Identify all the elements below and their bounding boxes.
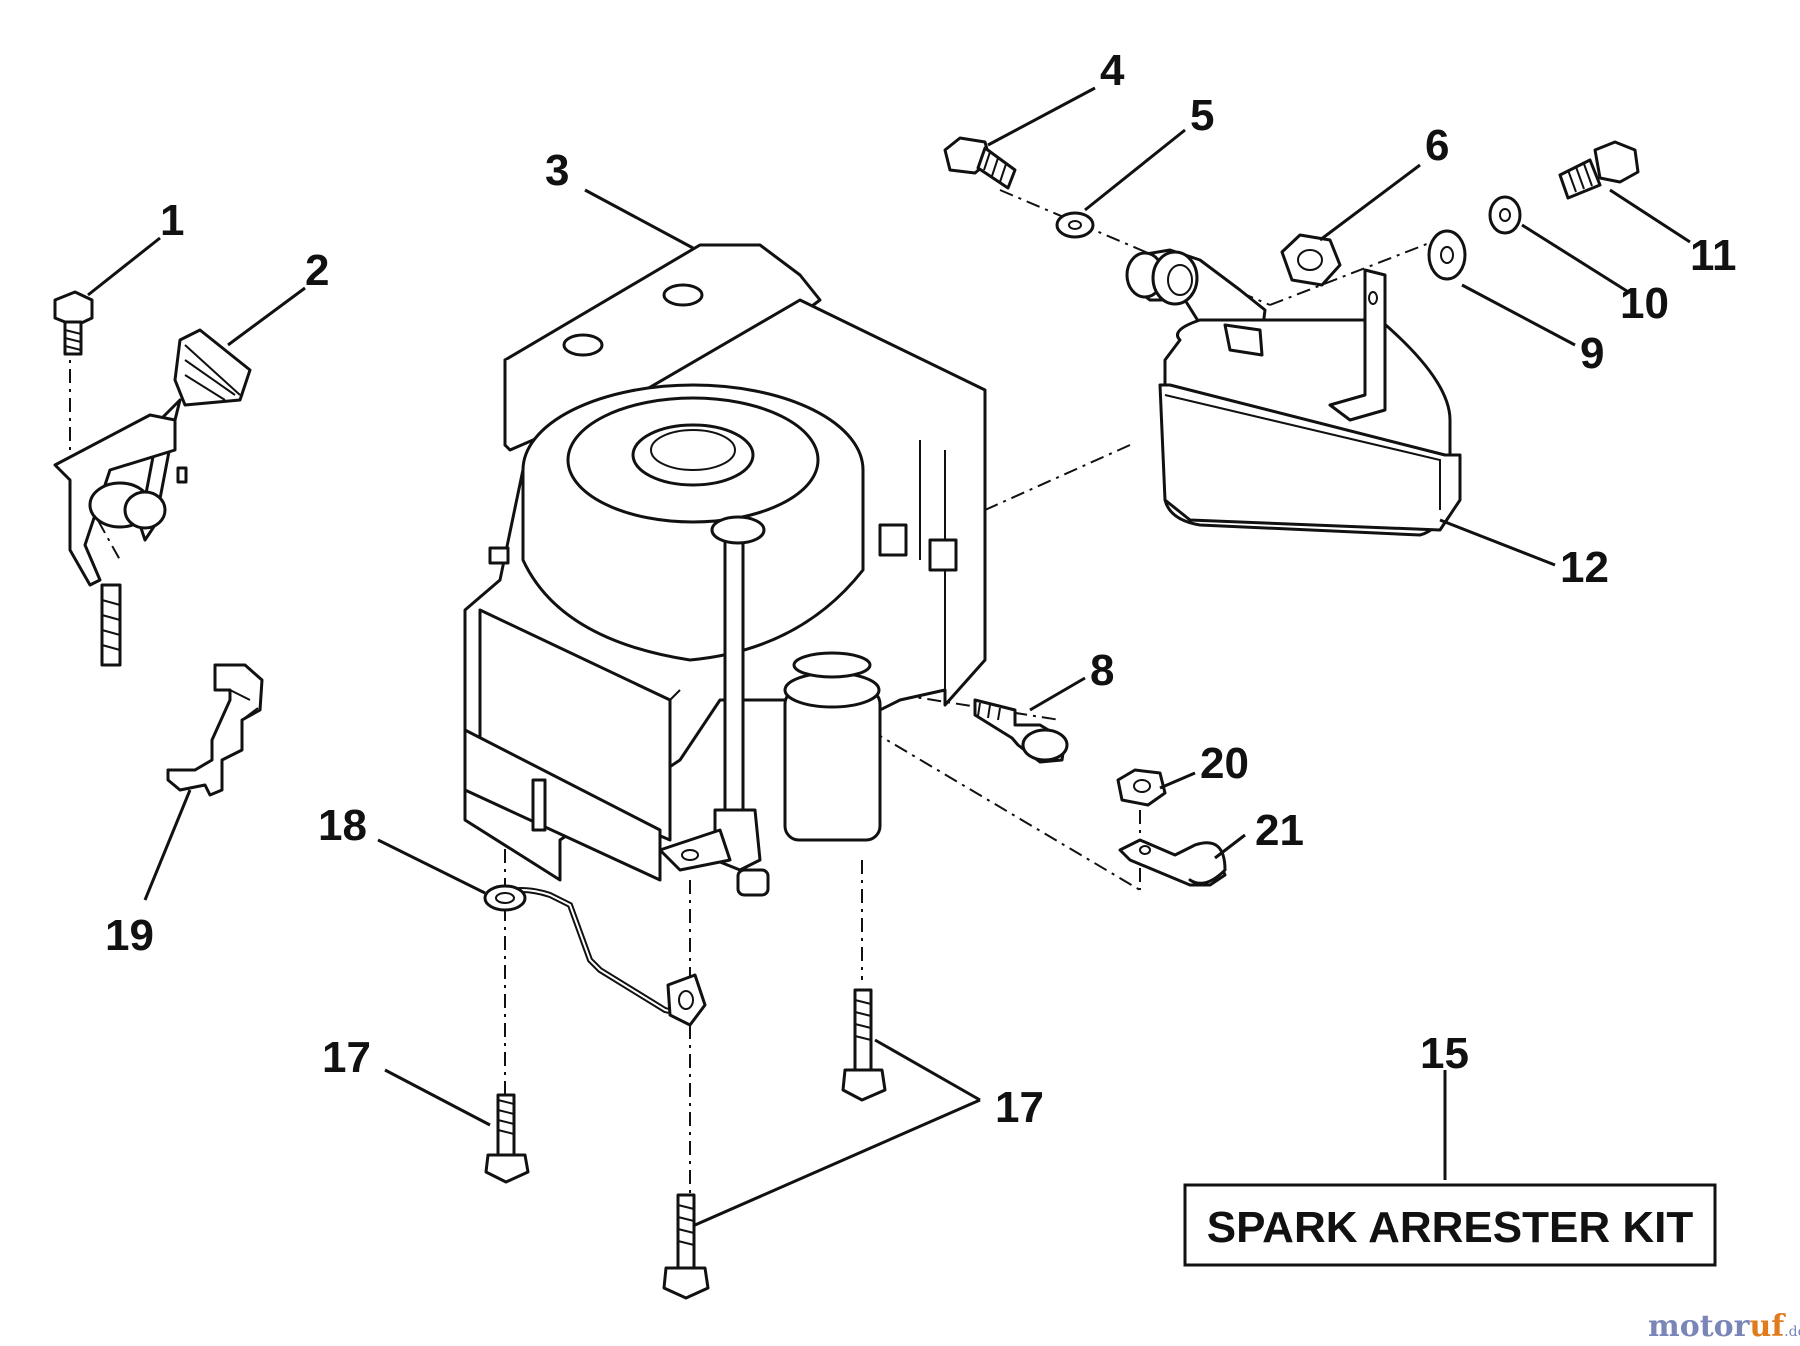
bolt-17a-icon: [484, 1093, 530, 1184]
part-label-20: 20: [1200, 739, 1249, 788]
nut-icon: [1116, 768, 1167, 807]
bolt-8-icon: [973, 698, 1069, 764]
part-label-9: 9: [1580, 329, 1604, 378]
bolt-1-icon: [53, 290, 94, 356]
part-label-4: 4: [1100, 46, 1125, 95]
part-label-21: 21: [1255, 806, 1304, 855]
watermark-part2: uf: [1749, 1309, 1786, 1344]
part-label-11: 11: [1690, 231, 1737, 280]
part-label-3: 3: [545, 146, 569, 195]
part-label-18: 18: [318, 801, 367, 850]
part-label-12: 12: [1560, 543, 1609, 592]
bracket-icon: [166, 663, 264, 797]
fuel-line-icon: [483, 884, 707, 1027]
part-label-8: 8: [1090, 646, 1114, 695]
part-label-17b: 17: [995, 1083, 1044, 1132]
part-label-17a: 17: [322, 1033, 371, 1082]
watermark-part1: motor: [1648, 1309, 1751, 1344]
part-label-5: 5: [1190, 91, 1214, 140]
watermark-suffix: .de: [1784, 1324, 1800, 1340]
washer-10-icon: [1488, 195, 1522, 235]
part-label-1: 1: [160, 196, 184, 245]
leader-lines: [87, 86, 1691, 1227]
bolt-4-icon: [943, 136, 1017, 190]
clamp-icon: [1118, 838, 1227, 887]
part-label-6: 6: [1425, 121, 1449, 170]
part-label-2: 2: [305, 246, 329, 295]
part-label-10: 10: [1620, 279, 1669, 328]
gasket-6-icon: [1280, 233, 1342, 287]
bolt-17b-icon: [841, 988, 887, 1102]
washer-9-icon: [1427, 229, 1467, 281]
part-label-19: 19: [105, 911, 154, 960]
kit-label: SPARK ARRESTER KIT: [1207, 1203, 1694, 1252]
throttle-control-icon: [53, 328, 252, 667]
spark-arrester-kit-box: SPARK ARRESTER KIT: [1183, 1183, 1717, 1267]
muffler-icon: [1158, 268, 1462, 537]
svg-text:motoruf.de: motoruf.de: [1648, 1309, 1800, 1344]
engine-icon: [463, 243, 987, 897]
bolt-17c-icon: [662, 1193, 710, 1300]
part-label-15: 15: [1420, 1029, 1469, 1078]
washer-5-icon: [1055, 211, 1095, 239]
watermark-logo: motoruf.de: [1648, 1309, 1800, 1344]
part-labels: 1 2 3 4 5 6 11 10 9 12 8 20 21 18 19 17 …: [105, 46, 1737, 1132]
bolt-11-icon: [1558, 140, 1640, 200]
